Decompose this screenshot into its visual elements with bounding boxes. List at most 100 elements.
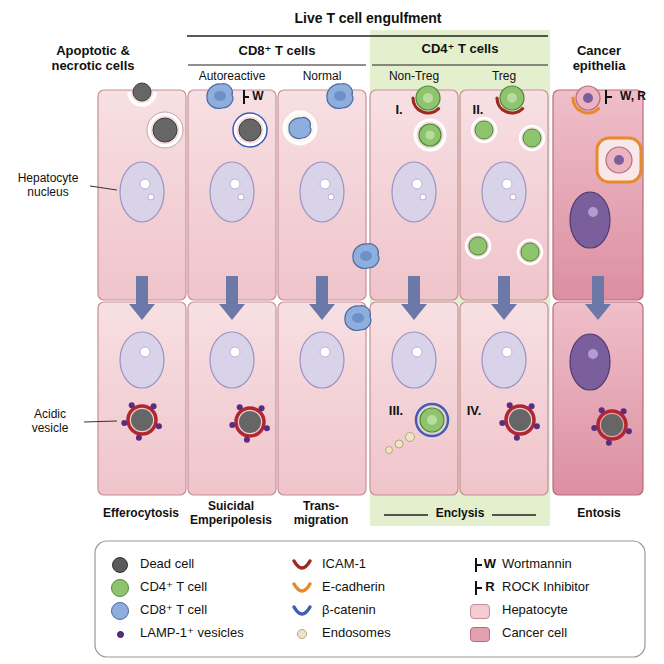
- cancer-cell: [576, 86, 600, 110]
- hepatocyte-nucleus: [210, 332, 254, 388]
- icam-1: [413, 98, 439, 113]
- hepatocyte: [278, 302, 366, 495]
- dead-cell: [509, 409, 531, 431]
- nucleolus: [420, 194, 426, 200]
- callout-number: II.: [468, 103, 488, 118]
- cd8-t-cell: [327, 84, 353, 109]
- heading-rule: [188, 64, 366, 65]
- process-name: Entosis: [559, 507, 639, 521]
- lamp-1-vesicle: [151, 403, 157, 409]
- nucleolus: [230, 347, 240, 357]
- dead-cell: [133, 83, 151, 101]
- hepatocyte: [460, 302, 548, 495]
- beta-catenin-ring: [416, 404, 448, 436]
- hepatocyte-nucleus: [300, 162, 344, 222]
- hepatocyte: [460, 90, 548, 300]
- down-arrow: [401, 276, 427, 320]
- enclysis-band-ground: [370, 30, 550, 526]
- nucleolus: [238, 194, 244, 200]
- hepatocyte-nucleus: [482, 332, 526, 388]
- lamp-1-vesicle: [136, 435, 142, 441]
- bracket-line: [384, 514, 428, 515]
- cell-nucleus: [614, 155, 624, 165]
- legend-swatch: [297, 629, 307, 639]
- cell-nucleus: [360, 251, 372, 261]
- cell-nucleus: [426, 131, 435, 140]
- heading-rule: [372, 64, 548, 65]
- callout-number: III.: [383, 404, 409, 419]
- cell-nucleus: [334, 91, 346, 101]
- nucleolus: [510, 194, 516, 200]
- legend-text: LAMP-1⁺ vesicles: [140, 626, 244, 641]
- hepatocyte: [188, 90, 276, 300]
- legend-text: Endosomes: [322, 626, 391, 641]
- cancer-cell: [606, 147, 632, 173]
- icam-1-sample: [294, 561, 310, 568]
- leader-line: [90, 186, 117, 190]
- nucleolus: [230, 179, 240, 189]
- process-name: Trans-migration: [282, 500, 360, 528]
- cd8-t-cell: [345, 306, 371, 331]
- group-heading: CD8⁺ T cells: [197, 44, 357, 59]
- hepatocyte-nucleus: [120, 162, 164, 222]
- endosome: [406, 433, 415, 442]
- legend-swatch: [470, 604, 490, 619]
- down-arrow: [309, 276, 335, 320]
- dead-cell: [131, 409, 153, 431]
- nucleolus: [588, 349, 598, 359]
- inhibitor-letter: W: [251, 90, 265, 104]
- lamp-1-vesicle: [244, 437, 250, 443]
- hepatocyte: [370, 90, 458, 300]
- hepatocyte: [98, 90, 186, 300]
- cancer-cell: [553, 90, 643, 300]
- hepatocyte-nucleus: [392, 162, 436, 222]
- legend-text: CD8⁺ T cell: [140, 603, 207, 618]
- cd4-t-cell: [500, 86, 524, 110]
- cell-nucleus: [214, 91, 226, 101]
- lamp-1-vesicle: [156, 423, 162, 429]
- column-subheading: Treg: [461, 70, 547, 84]
- acidic-vesicle: [236, 408, 264, 436]
- cell-nucleus: [583, 93, 593, 103]
- legend-symbol-letter: W: [483, 557, 497, 572]
- nucleolus: [502, 179, 512, 189]
- column-subheading: Normal: [279, 70, 365, 84]
- cell-nucleus: [352, 313, 364, 323]
- nucleolus: [412, 179, 422, 189]
- acidic-vesicle: [598, 411, 626, 439]
- legend-text: Dead cell: [140, 557, 194, 572]
- dead-cell: [601, 414, 623, 436]
- legend-swatch: [111, 579, 129, 597]
- lamp-1-vesicle: [507, 402, 513, 408]
- e-cadherin: [573, 98, 599, 113]
- dead-cell: [153, 118, 177, 142]
- legend-text: Hepatocyte: [502, 603, 568, 618]
- cancer-nucleus: [570, 334, 610, 390]
- part-label: Acidic vesicle: [18, 408, 82, 436]
- hepatocyte: [370, 302, 458, 495]
- lamp-1-vesicle: [499, 420, 505, 426]
- cell-nucleus: [507, 93, 517, 103]
- hepatocyte: [98, 302, 186, 495]
- cell-nucleus: [427, 415, 437, 425]
- column-heading: Cancer epithelia: [554, 44, 644, 74]
- cancer-nucleus: [570, 192, 610, 248]
- nucleolus: [502, 347, 512, 357]
- down-arrow: [585, 276, 611, 320]
- lamp-1-vesicle: [626, 428, 632, 434]
- beta-catenin-sample: [294, 607, 310, 614]
- cancer-cell: [553, 302, 643, 495]
- bracket-line: [492, 514, 536, 515]
- inhibitor-symbol: [476, 564, 482, 566]
- hepatocyte: [278, 90, 366, 300]
- process-name: Enclysis: [420, 507, 500, 521]
- cd4-t-cell: [469, 237, 487, 255]
- dead-cell: [239, 119, 261, 141]
- cd4-t-cell: [475, 121, 493, 139]
- hepatocyte-nucleus: [210, 162, 254, 222]
- down-arrow: [129, 276, 155, 320]
- endosome: [386, 447, 393, 454]
- hepatocyte-nucleus: [120, 332, 164, 388]
- down-arrow: [219, 276, 245, 320]
- nucleolus: [140, 347, 150, 357]
